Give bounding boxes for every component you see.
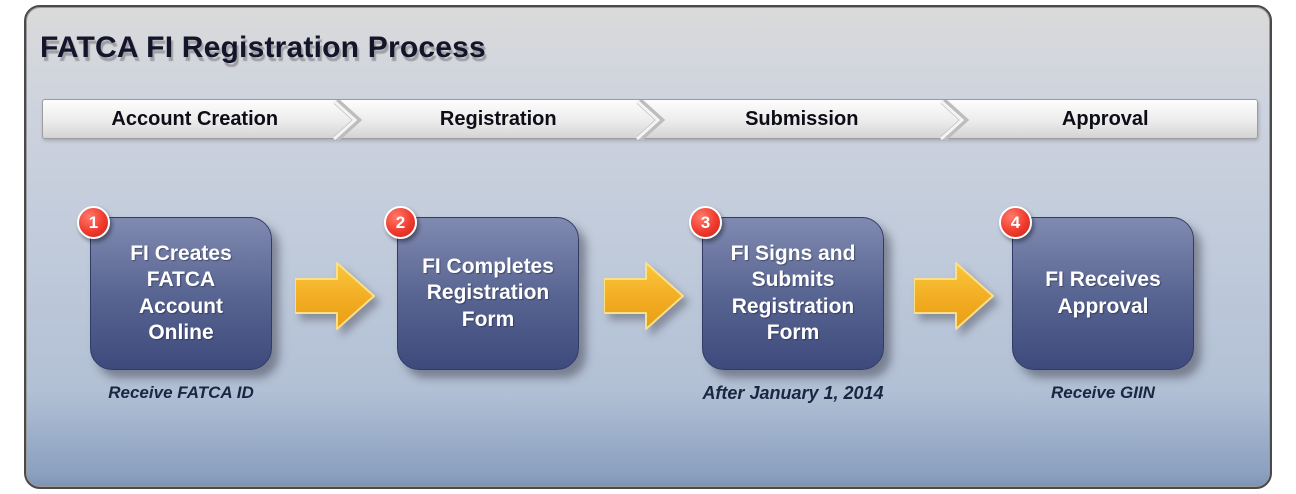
step-number-badge: 3 [689, 206, 722, 239]
phase-approval: Approval [954, 100, 1258, 138]
phase-submission: Submission [650, 100, 954, 138]
diagram-panel: FATCA FI Registration Process Account Cr… [24, 5, 1272, 489]
step-label: FI Receives Approval [1045, 268, 1161, 318]
step-box: 2 FI Completes Registration Form [384, 206, 579, 370]
arrow-right-icon [295, 262, 375, 330]
phase-label: Submission [745, 107, 859, 130]
step-number-badge: 2 [384, 206, 417, 239]
arrow-right-icon [604, 262, 684, 330]
step-label: FI Signs and Submits Registration Form [730, 242, 856, 344]
step-submission: 3 FI Signs and Submits Registration Form… [689, 206, 884, 404]
step-caption: Receive FATCA ID [108, 383, 254, 402]
phase-label: Account Creation [111, 107, 279, 130]
phase-label: Approval [1061, 107, 1149, 130]
step-approval: 4 FI Receives Approval Receive GIIN [999, 206, 1194, 403]
phase-account-creation: Account Creation [43, 100, 347, 138]
phase-bar: Account Creation Registration Submission… [42, 99, 1258, 140]
step-label: FI Completes Registration Form [422, 255, 554, 331]
step-number-badge: 1 [77, 206, 110, 239]
page-title: FATCA FI Registration Process [40, 31, 486, 64]
step-box: 4 FI Receives Approval [999, 206, 1194, 370]
phase-registration: Registration [347, 100, 651, 138]
arrow-right-icon [914, 262, 994, 330]
step-account-creation: 1 FI Creates FATCA Account Online Receiv… [77, 206, 272, 403]
step-number-badge: 4 [999, 206, 1032, 239]
step-label: FI Creates FATCA Account Online [130, 242, 232, 344]
step-caption: Receive GIIN [1051, 383, 1155, 402]
step-registration: 2 FI Completes Registration Form [384, 206, 579, 370]
step-box: 3 FI Signs and Submits Registration Form [689, 206, 884, 370]
phase-label: Registration [439, 107, 557, 130]
step-caption: After January 1, 2014 [702, 383, 884, 403]
step-box: 1 FI Creates FATCA Account Online [77, 206, 272, 370]
